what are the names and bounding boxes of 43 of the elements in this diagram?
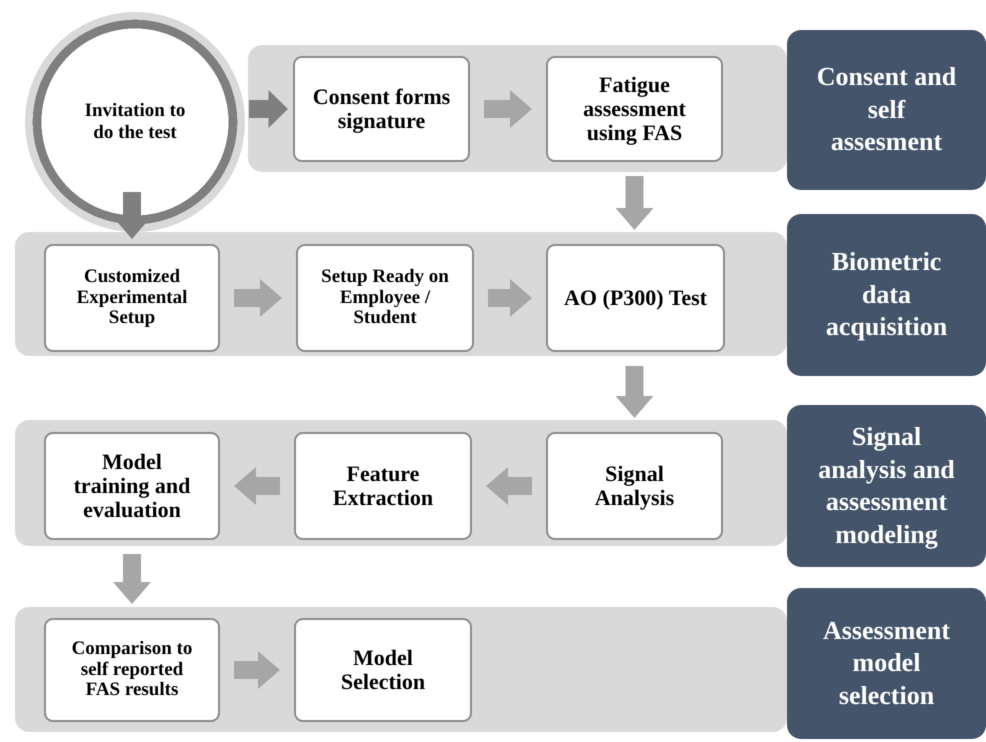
process-box [546, 56, 723, 162]
stage-label-box [787, 405, 986, 567]
arrow [234, 651, 280, 689]
arrow [486, 467, 532, 505]
process-box [293, 56, 470, 162]
arrow [234, 467, 280, 505]
row-band [248, 45, 787, 172]
stage-label-box [787, 30, 986, 190]
row-band [15, 420, 787, 546]
process-box [296, 244, 474, 352]
arrow [488, 279, 532, 317]
node-label: Consent forms signature [312, 84, 452, 134]
node-label: Comparison to self reported FAS results [70, 638, 194, 702]
node-label: Consent and self assesment [816, 61, 958, 158]
arrow [113, 554, 151, 604]
row-band [15, 232, 787, 356]
row-band [15, 607, 787, 732]
process-box [294, 618, 472, 722]
process-box [294, 432, 472, 540]
node-label: Biometric data acquisition [824, 246, 948, 344]
arrow [234, 279, 282, 317]
stage-label-box [787, 588, 986, 739]
stage-label-box [787, 214, 986, 376]
arrow [249, 90, 288, 128]
node-label: Model Selection [340, 646, 426, 694]
process-box [44, 244, 220, 352]
process-box [546, 244, 725, 352]
node-label: Feature Extraction [332, 462, 434, 510]
arrow [484, 90, 532, 128]
process-box [546, 432, 723, 540]
node-label: Invitation to do the test [84, 100, 186, 144]
node-label: Signal analysis and assessment modeling [817, 421, 956, 551]
process-box [44, 432, 220, 540]
node-label: Assessment model selection [822, 614, 952, 712]
arrow [616, 366, 654, 418]
arrow [616, 176, 654, 230]
node-label: Setup Ready on Employee / Student [320, 266, 450, 330]
node-label: Fatigue assessment using FAS [582, 72, 687, 146]
node-label: Signal Analysis [594, 462, 676, 510]
node-label: AO (P300) Test [564, 286, 707, 310]
node-label: Model training and evaluation [72, 450, 192, 522]
node-label: Customized Experimental Setup [76, 266, 188, 330]
process-box [44, 618, 220, 722]
